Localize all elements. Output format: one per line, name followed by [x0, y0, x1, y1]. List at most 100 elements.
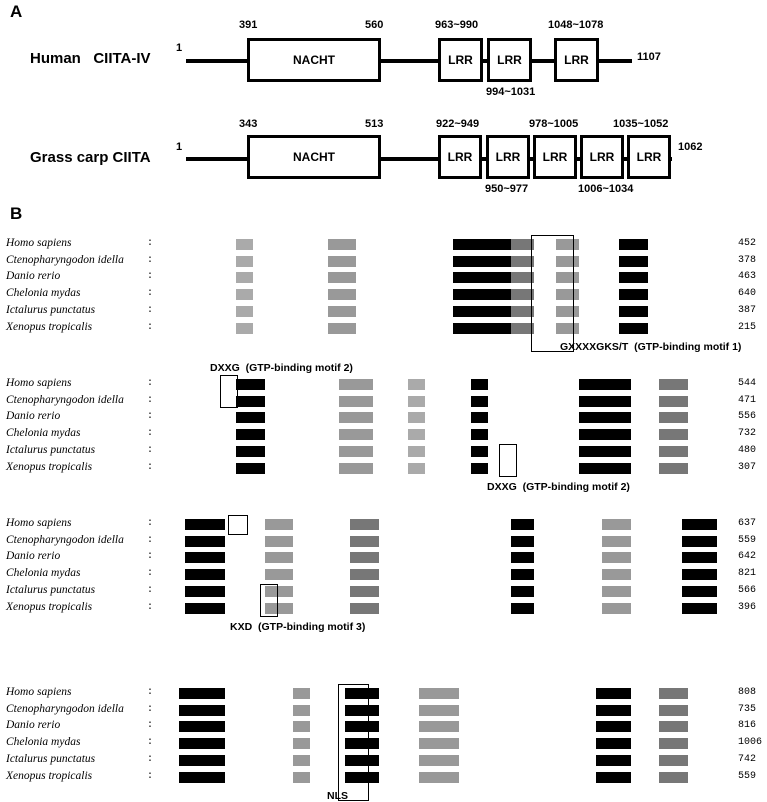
human-lrr-range: 1048~1078 — [548, 19, 604, 31]
motif-box — [530, 235, 574, 352]
grass-carp-protein-name: Grass carp CIITA — [30, 149, 151, 166]
species-name: Homo sapiens — [6, 237, 72, 249]
conservation-shading — [682, 602, 717, 614]
conservation-shading — [510, 255, 534, 267]
grass-lrr-domain: LRR — [627, 135, 671, 179]
species-name: Xenopus tropicalis — [6, 460, 93, 473]
conservation-shading — [293, 754, 311, 766]
row-colon: : — [147, 288, 154, 300]
conservation-shading — [327, 255, 357, 267]
grass-nacht-end: 513 — [365, 118, 384, 130]
human-nacht-end: 560 — [365, 19, 384, 31]
sequence-row: ECRRISLPEKQYSLKDLLFVKPREG-SDEVFEYILNQPDK… — [156, 428, 728, 441]
conservation-shading — [470, 379, 488, 390]
conservation-shading — [602, 602, 631, 614]
sequence-row: EWSMLASCKKQYSLKDFLFELSCCHER-NVEITVQYILRN… — [156, 461, 728, 474]
conservation-shading — [510, 289, 534, 301]
residue-end-number: 735 — [738, 703, 757, 715]
sequence-text: LLATRPKDVLVQVLRKMDCLLEIWGFSPEDILDYTSKYFE… — [156, 551, 639, 562]
sequence-row: LLATRPKDVLVQVLRKMDCLLEIWGFSPEDILDYTSKYFE… — [156, 551, 728, 564]
conservation-shading — [453, 289, 511, 301]
sequence-text: NFLSALHLVQSKTVNDKTVANTMVQNKKEKVQGESQDWLQ… — [156, 720, 639, 731]
species-name: Ctenopharyngodon idella — [6, 253, 124, 266]
species-name: Ictalurus punctatus — [6, 443, 96, 456]
human-lrr-range: 963~990 — [435, 19, 479, 31]
sequence-text: GALVCGQTETSGKNVNCVMKEKLVVVYNLDEKEKAAERSQ… — [156, 288, 634, 299]
conservation-shading — [407, 395, 425, 407]
grass-lrr-domain: LRR — [533, 135, 577, 179]
conservation-shading — [602, 519, 631, 530]
residue-end-number: 732 — [738, 428, 757, 440]
conservation-shading — [579, 429, 631, 441]
conservation-shading — [344, 738, 380, 750]
residue-end-number: 463 — [738, 271, 757, 283]
conservation-shading — [510, 602, 534, 614]
conservation-shading — [339, 379, 374, 390]
residue-end-number: 816 — [738, 720, 757, 732]
conservation-shading — [659, 738, 688, 750]
sequence-text: NCKVLDLTQSNYSLKDLLLDLSTSPRCEDSDSVFNHILSC… — [156, 394, 634, 405]
conservation-shading — [510, 569, 534, 581]
row-colon: : — [147, 378, 154, 389]
species-name: Homo sapiens — [6, 686, 72, 698]
residue-end-number: 1006 — [738, 737, 763, 749]
conservation-shading — [556, 305, 580, 317]
species-name: Xenopus tropicalis — [6, 320, 93, 333]
conservation-shading — [407, 379, 425, 390]
conservation-shading — [344, 704, 380, 716]
sequence-text: LLATRPKDVLVQVLRKIDSLLELCGFSPEDILDYTSKYFG… — [156, 534, 639, 545]
conservation-shading — [453, 272, 511, 284]
sequence-row: LLATRPKDVLVQVLRKIDSLLELCGFSPEDILDYTSKYFG… — [156, 534, 728, 547]
conservation-shading — [602, 535, 631, 547]
sequence-text: TPLVCRKIIIRTGKNANKCEKELVVLSDSERKKAKLRTSQ… — [156, 304, 639, 315]
row-colon: : — [147, 238, 154, 249]
residue-end-number: 821 — [738, 568, 757, 580]
conservation-shading — [659, 688, 688, 699]
grass-lrr-range: 1035~1052 — [613, 118, 669, 130]
conservation-shading — [659, 429, 688, 441]
conservation-shading — [236, 445, 265, 457]
conservation-shading — [470, 395, 488, 407]
conservation-shading — [236, 395, 265, 407]
species-name: Homo sapiens — [6, 377, 72, 389]
conservation-shading — [453, 239, 511, 250]
row-colon: : — [147, 584, 154, 596]
residue-end-number: 378 — [738, 254, 757, 266]
human-nacht-domain: NACHT — [247, 38, 381, 82]
species-name: Chelonia mydas — [6, 287, 81, 300]
sequence-row: NCKILDFKQSNYSLKDLLFDFSTSPHCEDSNAAFKHILSC… — [156, 411, 728, 424]
human-backbone-line — [186, 59, 632, 63]
grass-nacht-start: 343 — [239, 118, 258, 130]
residue-end-number: 640 — [738, 288, 757, 300]
sequence-row: LIAARPKDKFVQYLSKVDSIVEIMGFSPQDVLSYARYFEG… — [156, 568, 728, 581]
sequence-text: LLTARPRGRLVQSLSKADALFELSGFSMEQAQAYVMRYFE… — [156, 518, 650, 528]
conservation-shading — [510, 322, 534, 334]
sequence-row: NCKVLDLTQSNYSLKDLLLDLSTSPRCEDSDSVFNHILSC… — [156, 394, 728, 407]
conservation-shading — [619, 289, 648, 301]
panel-a-label: A — [10, 2, 23, 21]
conservation-shading — [510, 305, 534, 317]
species-name: Danio rerio — [6, 719, 61, 732]
conservation-shading — [184, 602, 225, 614]
sequence-text: EWSMLASCKKQYSLKDFLFELSCCHER-NVEITVQYILRN… — [156, 461, 639, 472]
residue-end-number: 387 — [738, 304, 757, 316]
species-name: Ictalurus punctatus — [6, 583, 96, 596]
conservation-shading — [407, 445, 425, 457]
human-protein-name: Human CIITA-IV — [30, 50, 151, 67]
conservation-shading — [178, 704, 225, 716]
grass-lrr-range: 922~949 — [436, 118, 480, 130]
sequence-row: CELGALWLALSGFIKDKEPQYLATHRKKRPYDNWLEGVPR… — [156, 687, 728, 699]
human-lrr-domain: LRR — [487, 38, 532, 82]
conservation-shading — [659, 379, 688, 390]
conservation-shading — [264, 569, 294, 581]
conservation-shading — [339, 395, 374, 407]
motif-label: DXXG (GTP-binding motif 2) — [210, 362, 353, 374]
conservation-shading — [556, 239, 580, 250]
conservation-shading — [236, 289, 254, 301]
sequence-text: NFLSALHLVQSKTANEKVVANSIVQQKKEKVQGESQDWLQ… — [156, 703, 639, 714]
sequence-text: AHLVCRLLIRSGKNANKCEKELVVLSDSERKKAKLDTSQL… — [156, 271, 639, 282]
conservation-shading — [407, 412, 425, 424]
row-colon: : — [147, 753, 154, 765]
conservation-shading — [419, 738, 460, 750]
conservation-shading — [682, 569, 717, 581]
